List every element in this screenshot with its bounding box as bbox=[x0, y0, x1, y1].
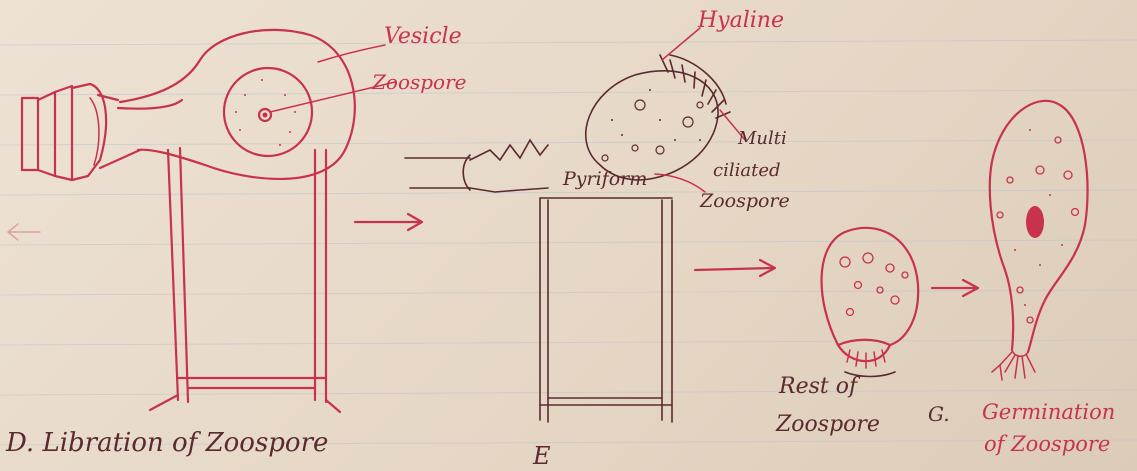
vesicle-leader bbox=[318, 45, 385, 62]
caption-d: D. Libration of Zoospore bbox=[6, 428, 328, 458]
label-zoospore-f: Zoospore bbox=[776, 412, 880, 437]
stage-e-figure bbox=[405, 55, 730, 422]
faint-arrow-left bbox=[8, 224, 40, 240]
ruled-lines bbox=[0, 40, 1137, 445]
label-rest-of: Rest of bbox=[779, 374, 857, 399]
label-zoospore-d: Zoospore bbox=[372, 70, 466, 94]
arrow-e-to-f bbox=[695, 260, 775, 276]
label-hyaline: Hyaline bbox=[698, 8, 784, 33]
stage-d-figure bbox=[22, 30, 355, 412]
label-of-zoospore: of Zoospore bbox=[984, 432, 1110, 456]
arrow-d-to-e bbox=[355, 214, 422, 230]
label-zoospore-e: Zoospore bbox=[700, 190, 790, 212]
label-pyriform: Pyriform bbox=[563, 168, 647, 190]
label-multi: Multi bbox=[738, 128, 787, 149]
caption-e: E bbox=[533, 442, 551, 470]
arrow-f-to-g bbox=[932, 280, 978, 296]
label-germination: Germination bbox=[982, 400, 1115, 424]
stage-f-figure bbox=[822, 228, 919, 377]
caption-g: G. bbox=[928, 402, 950, 426]
hyaline-leader bbox=[662, 28, 700, 60]
nucleus bbox=[1026, 206, 1044, 238]
label-vesicle: Vesicle bbox=[384, 24, 462, 49]
label-ciliated: ciliated bbox=[713, 160, 781, 181]
